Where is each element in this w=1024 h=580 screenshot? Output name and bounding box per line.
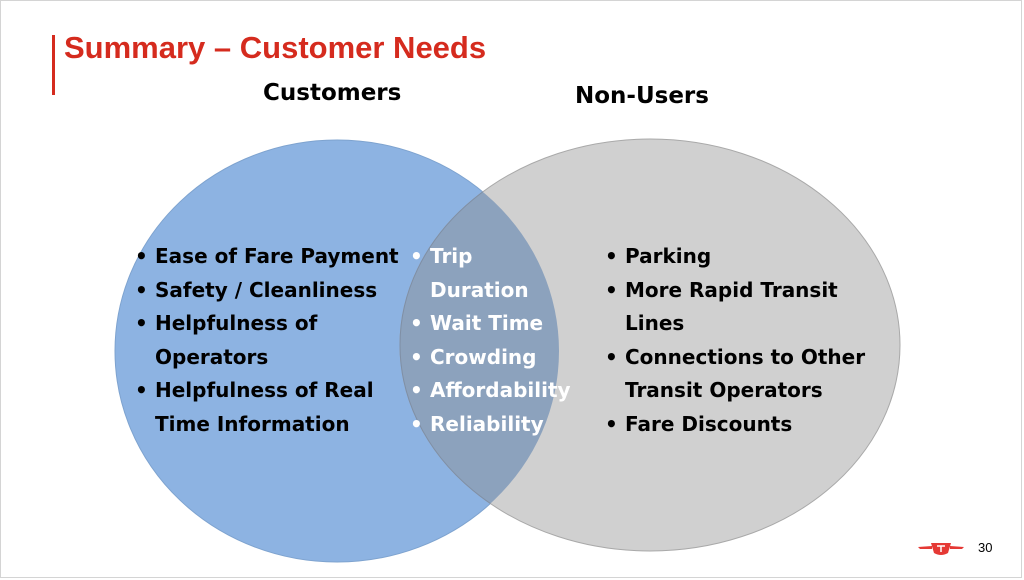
list-item: Fare Discounts <box>605 408 880 442</box>
title-accent-bar <box>52 35 55 95</box>
list-item: Helpfulness of Real Time Information <box>135 374 385 441</box>
list-item: Trip Duration <box>410 240 530 307</box>
list-item: Ease of Fare Payment <box>135 240 405 274</box>
list-item: Affordability <box>410 374 585 408</box>
list-item: Helpfulness of Operators <box>135 307 335 374</box>
list-item: Parking <box>605 240 880 274</box>
shared-needs-list: Trip Duration Wait Time Crowding Afforda… <box>410 240 585 441</box>
customers-heading: Customers <box>263 80 402 106</box>
non-users-list: Parking More Rapid Transit Lines Connect… <box>605 240 880 441</box>
list-item: Wait Time <box>410 307 585 341</box>
non-users-heading: Non-Users <box>575 83 709 109</box>
page-number: 30 <box>978 540 993 555</box>
list-item: Safety / Cleanliness <box>135 274 405 308</box>
list-item: More Rapid Transit Lines <box>605 274 855 341</box>
customers-list: Ease of Fare Payment Safety / Cleanlines… <box>135 240 405 441</box>
ttc-logo-icon <box>918 543 964 555</box>
list-item: Connections to Other Transit Operators <box>605 341 880 408</box>
list-item: Crowding <box>410 341 585 375</box>
slide-title: Summary – Customer Needs <box>64 30 487 65</box>
list-item: Reliability <box>410 408 585 442</box>
